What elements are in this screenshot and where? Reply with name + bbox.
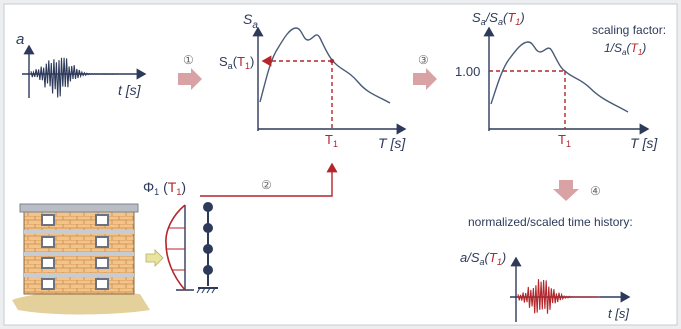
mode-shape-icon bbox=[165, 204, 194, 291]
p4-title: normalized/scaled time history: bbox=[468, 215, 633, 229]
panel-accelerogram: a t [s] bbox=[16, 31, 147, 98]
step2-number: ② bbox=[261, 178, 272, 192]
step4-arrow-icon: ④ bbox=[553, 180, 601, 201]
step3-number: ③ bbox=[418, 53, 429, 67]
p3-y-label: Sa/Sa(T1) bbox=[472, 10, 525, 27]
p2-sa-t1-label: Sa(T1) bbox=[219, 54, 254, 71]
step2-line bbox=[200, 162, 338, 197]
p1-acceleration-trace bbox=[30, 57, 120, 98]
scaling-factor-formula: 1/Sa(T1) bbox=[604, 41, 646, 57]
step2-link: ② bbox=[200, 162, 338, 197]
p1-x-label: t [s] bbox=[118, 82, 142, 98]
p3-spectrum-curve bbox=[490, 41, 629, 113]
p3-level-label: 1.00 bbox=[455, 64, 480, 79]
p3-t1-label: T1 bbox=[558, 132, 571, 149]
step3-arrow-icon: ③ bbox=[413, 53, 437, 90]
panel-scaled-accelerogram: normalized/scaled time history: a/Sa(T1)… bbox=[460, 215, 633, 322]
p2-x-label: T [s] bbox=[378, 135, 406, 151]
p4-y-label: a/Sa(T1) bbox=[460, 250, 506, 267]
mode-shape-label: Φ1 (T1) bbox=[143, 179, 186, 197]
scaling-factor-title: scaling factor: bbox=[592, 23, 666, 37]
p2-spectral-point bbox=[329, 58, 335, 64]
step1-number: ① bbox=[183, 53, 194, 67]
p3-x-label: T [s] bbox=[630, 135, 658, 151]
p2-spectrum-curve bbox=[259, 27, 391, 104]
building-to-model-arrow-icon bbox=[145, 249, 164, 267]
panel-normalized-spectrum: Sa/Sa(T1) 1.00 T1 T [s] scaling factor: … bbox=[455, 10, 666, 151]
step1-arrow-icon: ① bbox=[178, 53, 202, 90]
p4-x-label: t [s] bbox=[608, 306, 629, 321]
step4-number: ④ bbox=[590, 184, 601, 198]
panel-response-spectrum: Sa Sa(T1) T1 T [s] bbox=[219, 11, 407, 151]
building-icon bbox=[12, 203, 150, 315]
p2-y-label: Sa bbox=[243, 11, 258, 31]
p4-scaled-trace bbox=[517, 279, 600, 314]
ground bbox=[12, 291, 150, 315]
frame-model-icon bbox=[196, 202, 218, 294]
p2-t1-label: T1 bbox=[325, 132, 338, 149]
p1-y-label: a bbox=[16, 31, 24, 48]
